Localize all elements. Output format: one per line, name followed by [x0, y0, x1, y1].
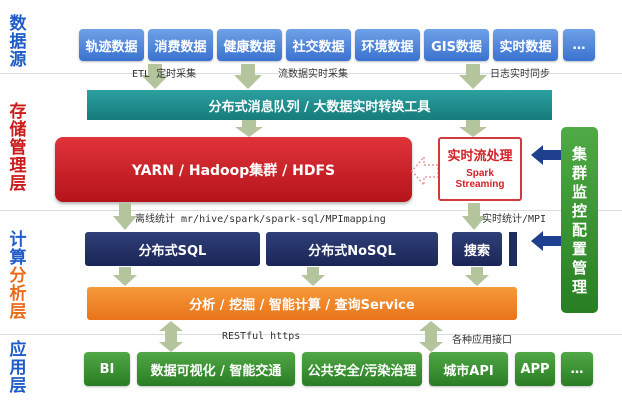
arrow-down-search [465, 267, 489, 286]
source-box-more: … [563, 29, 595, 61]
arrow-left-cluster-top [531, 145, 561, 165]
app-box-bi: BI [84, 352, 130, 386]
note-stream: 流数据实时采集 [278, 69, 348, 80]
layer-label-storage: 存 储 管 理 层 [9, 102, 27, 194]
note-realtime: 实时统计/MPI [482, 214, 547, 225]
app-box-city-api: 城市API [429, 352, 508, 386]
note-restful: RESTful https [222, 331, 301, 342]
stream-line2: Streaming [455, 179, 505, 190]
arrow-updown-restful [159, 321, 183, 352]
source-box-realtime: 实时数据 [493, 29, 558, 61]
arrow-down-nosql [301, 267, 325, 286]
layer-label-analysis: 分 析 层 [9, 266, 27, 322]
note-offline: 离线统计 mr/hive/spark/spark-sql/MPImapping [135, 214, 386, 225]
compute-edge-bar [509, 232, 517, 266]
source-box-gis: GIS数据 [424, 29, 489, 61]
hadoop-cluster-box: YARN / Hadoop集群 / HDFS [55, 137, 412, 202]
arrow-left-cluster-bottom [531, 231, 561, 251]
message-queue-bar: 分布式消息队列 / 大数据实时转换工具 [87, 90, 552, 120]
service-bar: 分析 / 挖掘 / 智能计算 / 查询Service [87, 287, 517, 320]
source-box-consumption: 消费数据 [148, 29, 213, 61]
layer-label-source: 数 据 源 [9, 14, 27, 70]
arrow-down-realtime [462, 203, 486, 230]
arrow-down-sql [113, 267, 137, 286]
search-box: 搜索 [452, 232, 502, 266]
layer-label-compute: 计 算 [9, 230, 27, 268]
app-box-visualization: 数据可视化 / 智能交通 [137, 352, 295, 386]
app-box-public-safety: 公共安全/污染治理 [302, 352, 422, 386]
app-box-more: … [561, 352, 593, 386]
cluster-management-box: 集 群 监 控 配 置 管 理 [561, 127, 598, 313]
arrow-left-stream-to-hadoop [411, 156, 439, 186]
source-box-social: 社交数据 [286, 29, 351, 61]
arrow-updown-api [419, 321, 443, 352]
distributed-sql-box: 分布式SQL [85, 232, 260, 266]
note-api: 各种应用接口 [452, 335, 512, 346]
source-box-trajectory: 轨迹数据 [79, 29, 144, 61]
arrow-down-queue [235, 120, 263, 137]
stream-processing-box: 实时流处理 Spark Streaming [438, 137, 522, 201]
arrow-down-stream [234, 64, 262, 89]
layer-label-app: 应 用 层 [9, 340, 27, 396]
stream-title: 实时流处理 [447, 149, 513, 164]
source-box-environment: 环境数据 [355, 29, 420, 61]
arrow-down-queue-stream [459, 120, 487, 137]
arrow-down-log [459, 64, 487, 89]
app-box-app: APP [515, 352, 555, 386]
distributed-nosql-box: 分布式NoSQL [266, 232, 438, 266]
stream-line1: Spark [466, 168, 494, 179]
arrow-down-offline [113, 203, 137, 230]
note-etl: ETL 定时采集 [132, 69, 197, 80]
arrow-down-etl [141, 64, 169, 89]
source-box-health: 健康数据 [217, 29, 282, 61]
note-log: 日志实时同步 [490, 69, 550, 80]
